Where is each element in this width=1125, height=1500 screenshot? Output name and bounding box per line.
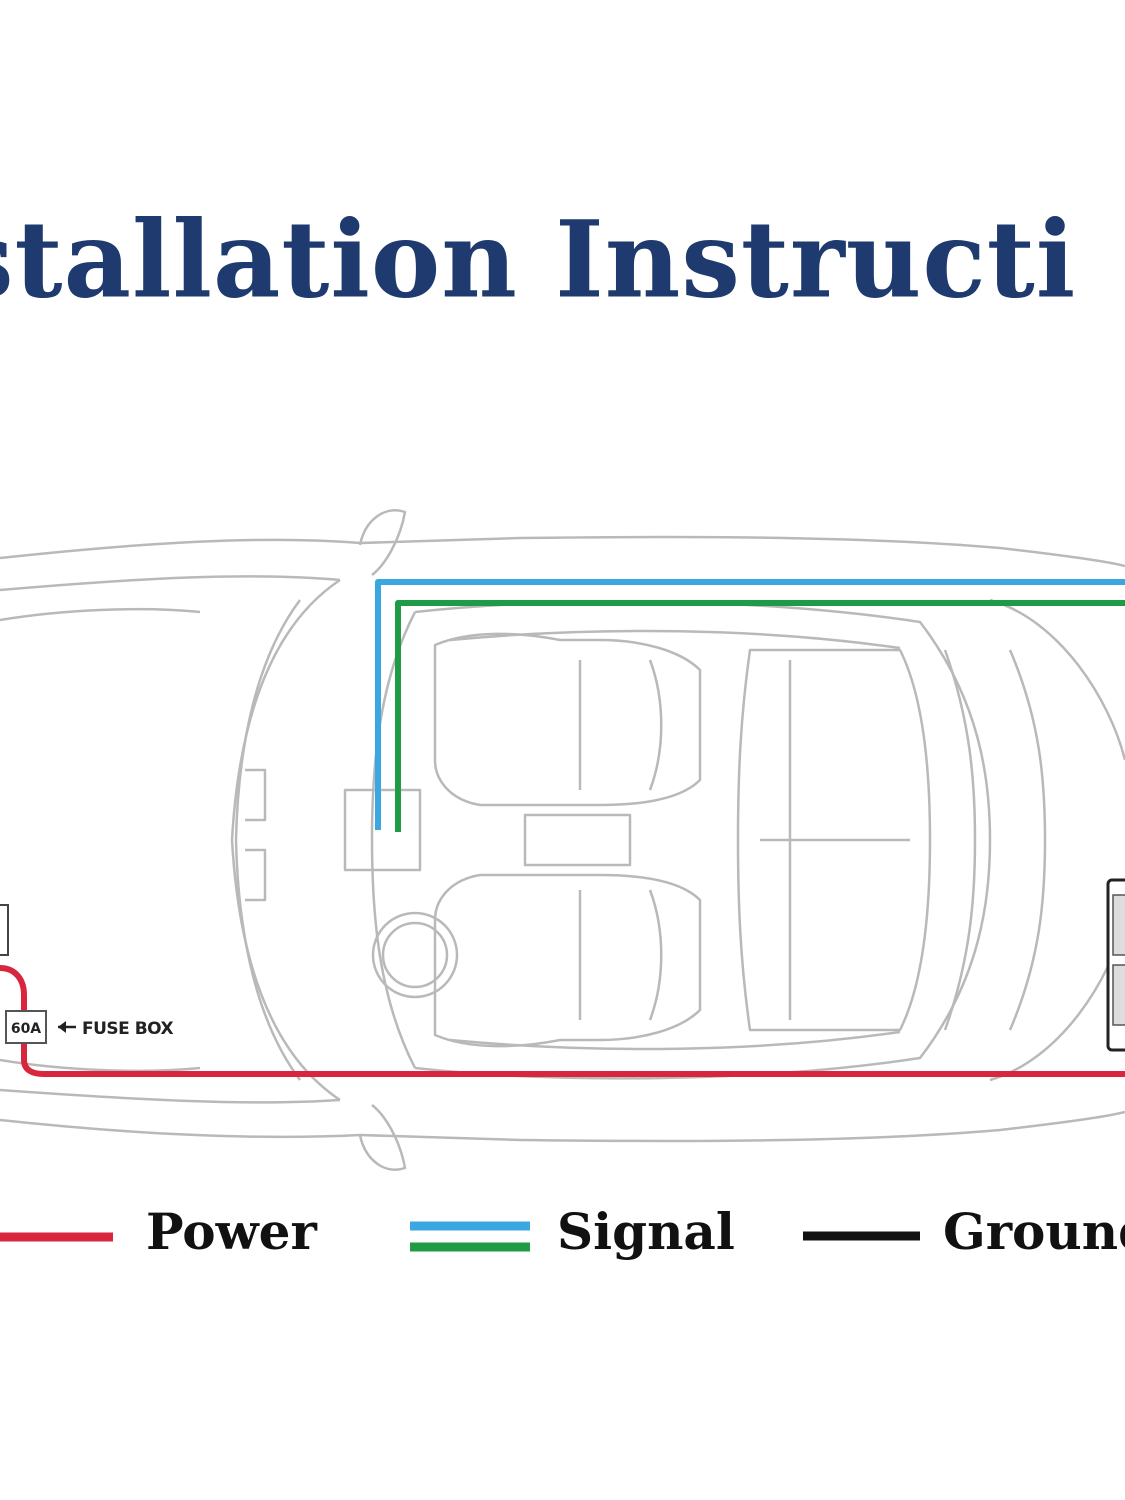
amplifier-icon: [0, 904, 9, 956]
signal-wire-blue: [375, 579, 1125, 830]
legend-label-ground: Ground: [943, 1202, 1125, 1261]
legend-label-power: Power: [146, 1202, 317, 1261]
signal-wire-green: [395, 600, 1125, 832]
legend-label-signal: Signal: [557, 1202, 735, 1261]
fuse-label: FUSE BOX: [82, 1019, 173, 1039]
power-wire: [0, 965, 1125, 1077]
fuse-box: 60A FUSE BOX: [5, 1010, 174, 1044]
page-title: stallation Instructi: [0, 196, 1077, 323]
car-outline: [0, 509, 1125, 1171]
fuse-rating: 60A: [11, 1021, 41, 1037]
battery-icon: [1106, 878, 1125, 1052]
legend: [0, 1221, 920, 1252]
